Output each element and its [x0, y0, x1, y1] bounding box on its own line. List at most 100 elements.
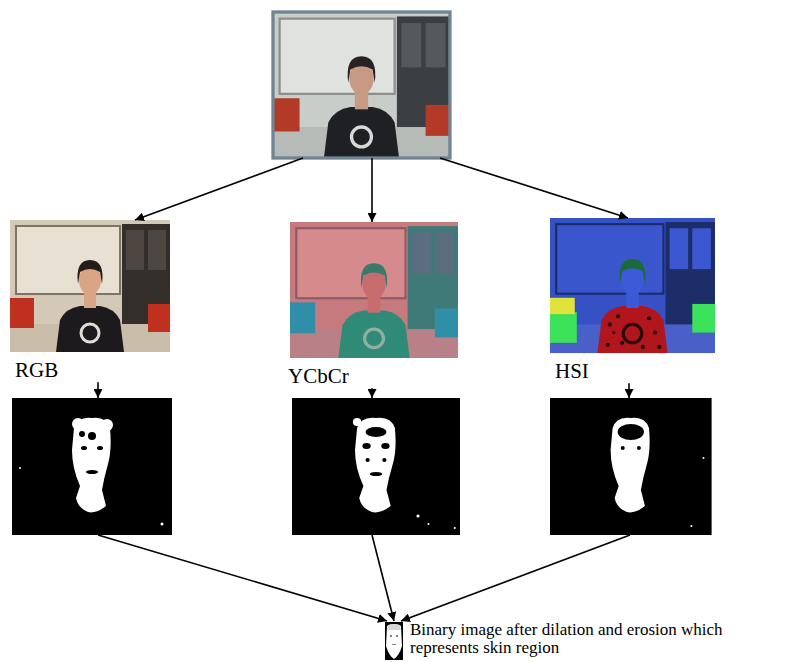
hsi-photo-part-part — [653, 331, 657, 335]
color-space-label: YCbCr — [288, 364, 458, 388]
flow-arrow — [401, 535, 630, 621]
flow-arrow — [371, 388, 373, 398]
ycbcr-photo-part — [290, 302, 315, 333]
rgb-photo-part — [78, 260, 103, 284]
rgb-mask-part — [72, 418, 111, 513]
ycbcr-mask-part — [292, 398, 460, 535]
hsi-photo-part-part — [620, 341, 624, 345]
hsi-mask-part — [621, 446, 625, 450]
original-photo-part — [401, 23, 421, 67]
ycbcr-photo: YCbCr — [290, 222, 458, 388]
rgb-photo: RGB — [10, 220, 170, 382]
ycbcr-mask-part — [370, 472, 383, 476]
original-photo-part — [273, 12, 450, 158]
hsi-photo-part — [692, 304, 715, 333]
hsi-mask-part — [550, 398, 712, 535]
color-space-label: RGB — [15, 358, 170, 382]
rgb-photo-part — [10, 220, 170, 352]
image-area — [550, 218, 715, 353]
image-area — [10, 220, 170, 352]
hsi-mask — [550, 398, 712, 535]
hsi-photo-part — [620, 259, 646, 284]
hsi-photo — [550, 218, 715, 353]
hsi-mask-part — [611, 418, 650, 513]
color-space-label: HSI — [555, 359, 715, 383]
flow-arrow — [135, 158, 303, 220]
ycbcr-photo-part — [365, 329, 384, 348]
rgb-mask-part — [161, 523, 164, 526]
hsi-mask-part — [618, 424, 644, 440]
final-mask-part — [386, 624, 402, 659]
image-area — [385, 621, 403, 659]
rgb-mask-part — [81, 446, 87, 450]
rgb-photo-part — [126, 230, 144, 270]
hsi-mask-part — [703, 457, 705, 459]
hsi-photo-part-part — [612, 331, 615, 334]
rgb-mask — [12, 398, 172, 535]
original-photo — [273, 12, 450, 158]
hsi-photo-part-part — [647, 316, 651, 320]
final-mask-part — [387, 624, 401, 630]
flow-arrow — [98, 535, 387, 621]
ycbcr-mask-part — [416, 515, 419, 518]
ycbcr-mask-part — [355, 418, 396, 513]
rgb-mask-part — [19, 467, 21, 469]
image-area — [290, 222, 458, 358]
hsi-mask — [550, 398, 712, 535]
final-mask-part — [385, 622, 403, 660]
image-area — [12, 398, 172, 535]
hsi-photo: HSI — [550, 218, 715, 383]
final-mask-part — [392, 644, 396, 645]
hsi-photo-part — [623, 324, 642, 342]
ycbcr-photo — [290, 222, 458, 358]
hsi-photo-part — [670, 228, 689, 269]
hsi-photo-part — [692, 228, 711, 269]
rgb-mask-part — [97, 446, 103, 450]
hsi-photo-part — [550, 312, 577, 343]
hsi-photo-part — [665, 222, 714, 337]
ycbcr-mask-part — [427, 523, 429, 525]
ycbcr-mask-part — [454, 527, 456, 529]
flow-arrow — [440, 158, 628, 218]
hsi-photo-part-part — [608, 322, 612, 326]
rgb-photo-part — [16, 226, 120, 294]
rgb-photo-part — [56, 306, 124, 352]
hsi-photo-part — [556, 224, 663, 294]
final-mask-part — [396, 635, 398, 637]
original-photo-part — [273, 98, 300, 131]
rgb-mask-part — [86, 470, 98, 474]
original-photo-part — [352, 127, 372, 147]
hsi-photo-part — [597, 306, 667, 353]
original-photo — [273, 12, 450, 158]
result-caption: Binary image after dilation and erosion … — [410, 621, 770, 657]
image-area — [550, 398, 712, 535]
original-photo-part — [397, 16, 450, 140]
final-mask — [385, 622, 403, 660]
hsi-photo-part-part — [616, 314, 620, 318]
ycbcr-mask-part — [366, 458, 370, 462]
rgb-mask-part — [12, 398, 172, 535]
rgb-photo — [10, 220, 170, 352]
flow-arrow — [628, 383, 630, 398]
flow-arrow — [97, 382, 99, 398]
hsi-mask-part — [690, 525, 692, 527]
flow-arrow — [372, 535, 394, 621]
rgb-mask-part — [79, 431, 85, 437]
image-area — [273, 12, 450, 158]
hsi-photo-part — [550, 218, 715, 353]
skin-region-result: Binary image after dilation and erosion … — [385, 621, 770, 659]
ycbcr-mask-part — [381, 443, 389, 449]
image-area — [292, 398, 460, 535]
ycbcr-photo-part — [296, 228, 405, 298]
rgb-photo-part — [148, 304, 170, 332]
ycbcr-photo-part — [412, 232, 431, 273]
original-photo-part — [324, 107, 399, 158]
flow-arrow — [371, 158, 373, 222]
ycbcr-photo-part — [435, 232, 454, 273]
original-photo-part — [426, 23, 446, 67]
ycbcr-mask — [292, 398, 460, 535]
original-photo-part — [348, 56, 376, 83]
rgb-mask-part — [72, 418, 84, 430]
